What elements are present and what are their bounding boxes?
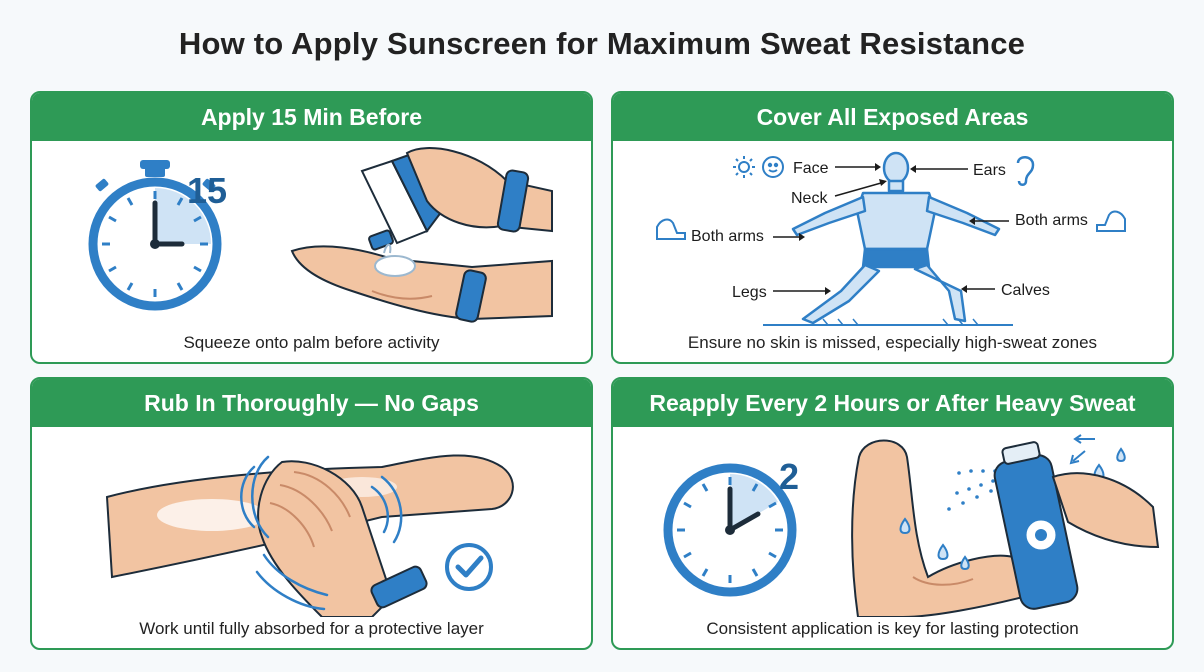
panel-rub-in: Rub In Thoroughly — No Gaps Work until f	[30, 377, 593, 650]
check-circle-icon	[445, 543, 493, 591]
panel-cover-areas: Cover All Exposed Areas	[611, 91, 1174, 364]
panel-caption: Consistent application is key for lastin…	[706, 619, 1079, 638]
motion-lines	[240, 455, 403, 611]
sun-icon	[733, 156, 755, 178]
panel-apply-before: Apply 15 Min Before 15	[30, 91, 593, 364]
panel-illustration: Face Ears Neck Both arms Both arms Legs …	[656, 151, 1126, 326]
panel-heading: Rub In Thoroughly — No Gaps	[32, 379, 591, 427]
flexed-arm-icon	[1096, 210, 1126, 232]
clock-icon	[663, 463, 797, 597]
label-legs: Legs	[732, 284, 767, 301]
label-arms-right: Both arms	[1015, 212, 1088, 229]
spray-mist	[947, 469, 997, 511]
panel-caption: Ensure no skin is missed, especially hig…	[687, 333, 1098, 352]
page-title: How to Apply Sunscreen for Maximum Sweat…	[178, 26, 1026, 61]
panel-heading: Reapply Every 2 Hours or After Heavy Swe…	[613, 379, 1172, 427]
panel-reapply: Reapply Every 2 Hours or After Heavy Swe…	[611, 377, 1174, 650]
spray-can-icon	[993, 441, 1160, 610]
label-ears: Ears	[973, 162, 1006, 179]
sweat-drop-icon	[899, 447, 1126, 571]
label-neck: Neck	[791, 190, 828, 207]
label-face: Face	[793, 160, 829, 177]
rubbing-hand	[257, 460, 428, 617]
hand-palm	[290, 243, 553, 323]
panel-heading: Cover All Exposed Areas	[613, 93, 1172, 141]
panel-heading: Apply 15 Min Before	[32, 93, 591, 141]
panel-illustration	[105, 454, 514, 617]
stopwatch-icon	[88, 160, 222, 311]
flexed-arm-icon	[656, 218, 686, 240]
label-arms-left: Both arms	[691, 228, 764, 245]
face-icon	[762, 156, 784, 178]
hours-badge: 2	[779, 456, 799, 497]
body-figure	[791, 151, 1001, 325]
panel-illustration: 15	[88, 147, 553, 323]
ear-icon	[1016, 156, 1035, 186]
sunscreen-tube-icon	[360, 147, 553, 251]
bent-arm	[851, 439, 1025, 617]
minutes-badge: 15	[187, 170, 227, 211]
panel-illustration: 2	[663, 434, 1160, 617]
panel-caption: Work until fully absorbed for a protecti…	[139, 619, 484, 638]
panel-caption: Squeeze onto palm before activity	[183, 333, 440, 352]
label-calves: Calves	[1001, 282, 1050, 299]
